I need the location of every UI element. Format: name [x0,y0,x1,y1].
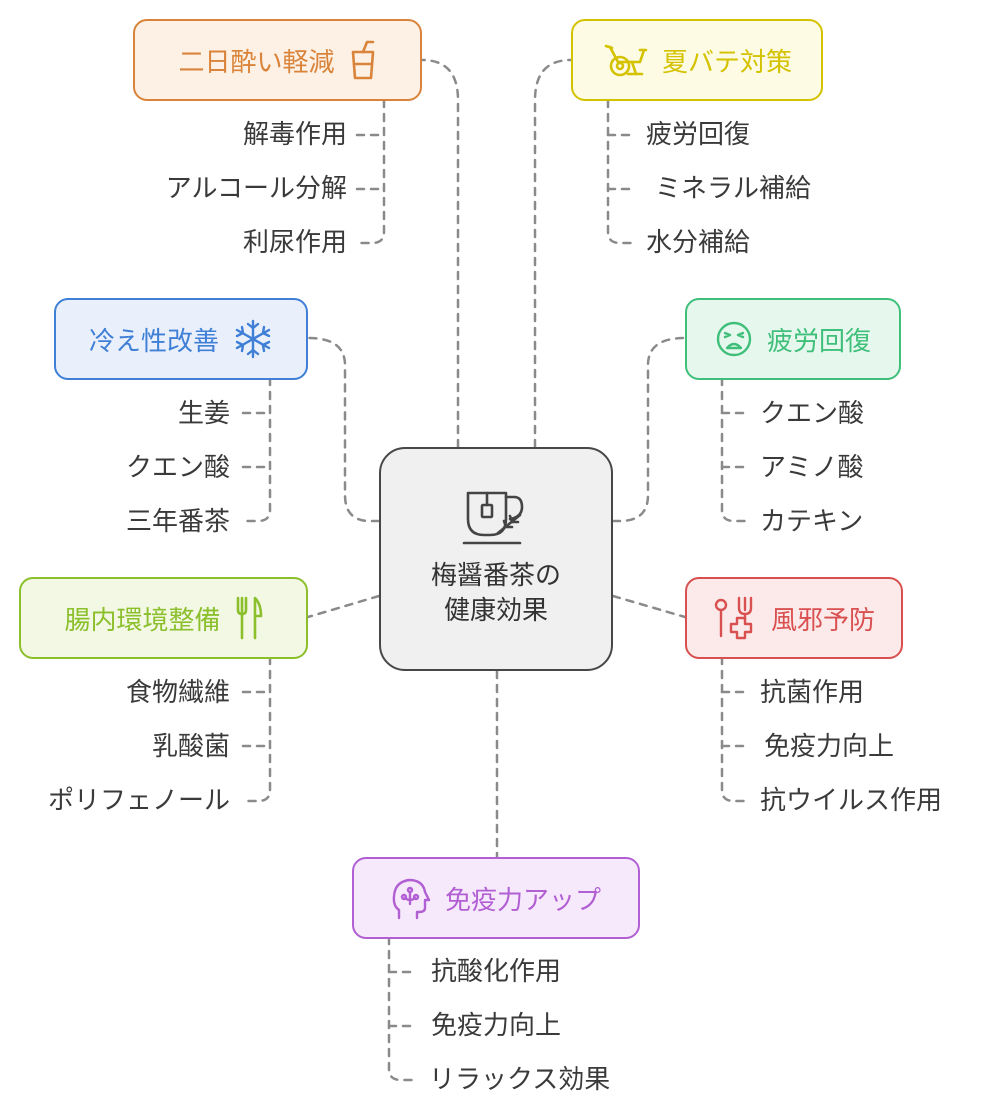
gut-item: 乳酸菌 [151,732,230,762]
branch-immunity[interactable]: 免疫力アップ [352,857,640,939]
central-topic-node[interactable]: 梅醤番茶の 健康効果 [379,447,613,671]
connector-flu-items [720,655,751,803]
branch-cold[interactable]: 冷え性改善 [54,298,308,380]
flu-item: 免疫力向上 [764,732,895,762]
cold-item: 三年番茶 [125,507,230,537]
head-mind-icon [391,876,431,920]
summer-item: ミネラル補給 [655,174,812,204]
hangover-item: 解毒作用 [242,120,347,150]
tired-face-icon [715,320,753,358]
cold-item: クエン酸 [125,453,230,483]
branch-gut-title: 腸内環境整備 [64,605,221,636]
connector-hangover [420,58,460,449]
summer-item: 水分補給 [646,228,751,258]
branch-cold-title: 冷え性改善 [88,326,219,357]
gut-item: ポリフェノール [47,786,230,816]
fatigue-item: クエン酸 [760,399,865,429]
branch-hangover[interactable]: 二日酔い軽減 [133,19,422,101]
connector-hangover-items [355,98,386,245]
connector-cold-items [241,376,272,523]
flu-item: 抗ウイルス作用 [760,786,943,816]
exercise-bike-icon [602,42,648,78]
connector-fatigue-items [720,376,751,523]
drink-cup-icon [349,40,377,80]
branch-hangover-title: 二日酔い軽減 [178,47,335,78]
branch-flu[interactable]: 風邪予防 [685,577,903,659]
connector-flu [611,594,687,619]
branch-immunity-title: 免疫力アップ [444,885,601,916]
branch-flu-title: 風邪予防 [770,605,875,636]
flu-item: 抗菌作用 [760,678,865,708]
central-topic-line1: 梅醤番茶の [430,560,561,591]
fatigue-item: アミノ酸 [760,453,864,483]
connector-summer [533,58,573,449]
central-topic-line2: 健康効果 [443,596,548,626]
snowflake-icon [233,319,273,359]
immunity-item: リラックス効果 [429,1065,611,1095]
fork-knife-icon [235,596,263,640]
connector-immunity-items [387,935,418,1082]
immunity-item: 抗酸化作用 [431,957,562,987]
gut-item: 食物繊維 [125,678,230,708]
branch-summer[interactable]: 夏バテ対策 [571,19,823,101]
branch-fatigue[interactable]: 疲労回復 [685,298,901,380]
connector-summer-items [606,98,637,245]
connector-cold [306,336,381,523]
hangover-item: アルコール分解 [165,174,347,204]
connector-fatigue [611,336,687,523]
connector-gut-items [241,655,272,803]
summer-item: 疲労回復 [646,120,751,150]
tea-cup-with-herb-icon [460,489,532,551]
immunity-item: 免疫力向上 [431,1011,562,1041]
hangover-item: 利尿作用 [242,228,347,258]
branch-fatigue-title: 疲労回復 [766,326,871,357]
medical-tools-icon [713,596,757,640]
branch-gut[interactable]: 腸内環境整備 [19,577,308,659]
branch-summer-title: 夏バテ対策 [661,47,792,78]
connector-gut [306,594,381,619]
fatigue-item: カテキン [760,507,864,537]
cold-item: 生姜 [177,399,230,429]
